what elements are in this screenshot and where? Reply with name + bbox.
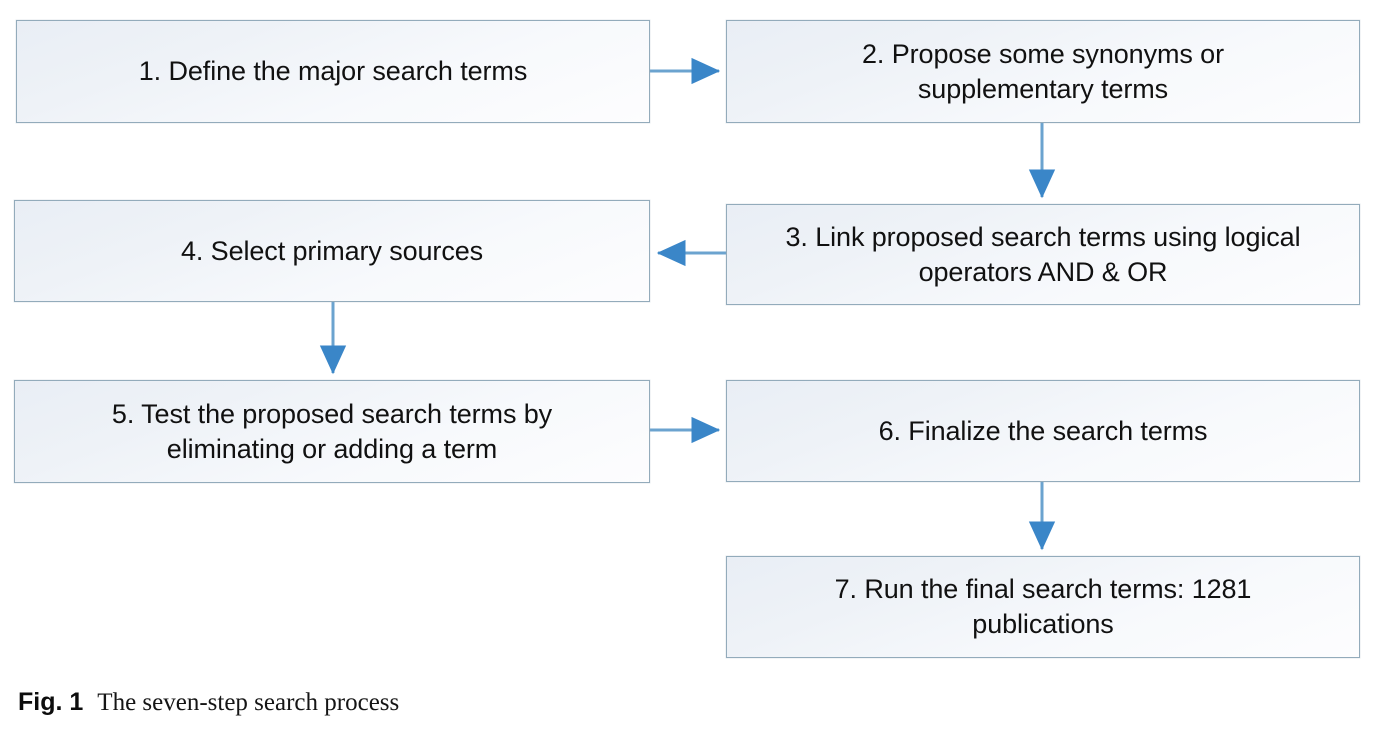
flow-node-5-label: 5. Test the proposed search terms by eli… xyxy=(111,398,553,464)
figure-caption-text: The seven-step search process xyxy=(97,689,400,716)
flow-node-7-label: 7. Run the final search terms: 1281 publ… xyxy=(834,574,1252,639)
flow-node-6-label: 6. Finalize the search terms xyxy=(878,415,1208,446)
flow-node-3[interactable]: 3. Link proposed search terms using logi… xyxy=(726,204,1360,305)
flowchart-canvas: 1. Define the major search terms 2. Prop… xyxy=(14,20,1360,658)
flow-node-4[interactable]: 4. Select primary sources xyxy=(14,200,650,302)
flow-node-7[interactable]: 7. Run the final search terms: 1281 publ… xyxy=(726,556,1360,658)
flow-node-3-label: 3. Link proposed search terms using logi… xyxy=(785,221,1301,287)
flow-node-1-label: 1. Define the major search terms xyxy=(138,56,528,87)
flow-node-2-label: 2. Propose some synonyms or supplementar… xyxy=(862,38,1224,104)
flow-node-5[interactable]: 5. Test the proposed search terms by eli… xyxy=(14,380,650,483)
figure-caption-tag: Fig. 1 xyxy=(18,688,84,716)
flow-node-1[interactable]: 1. Define the major search terms xyxy=(16,20,650,123)
flow-node-4-label: 4. Select primary sources xyxy=(180,235,484,266)
flow-node-6[interactable]: 6. Finalize the search terms xyxy=(726,380,1360,482)
figure-caption: Fig. 1 The seven-step search process xyxy=(18,688,1358,717)
flow-node-2[interactable]: 2. Propose some synonyms or supplementar… xyxy=(726,20,1360,123)
